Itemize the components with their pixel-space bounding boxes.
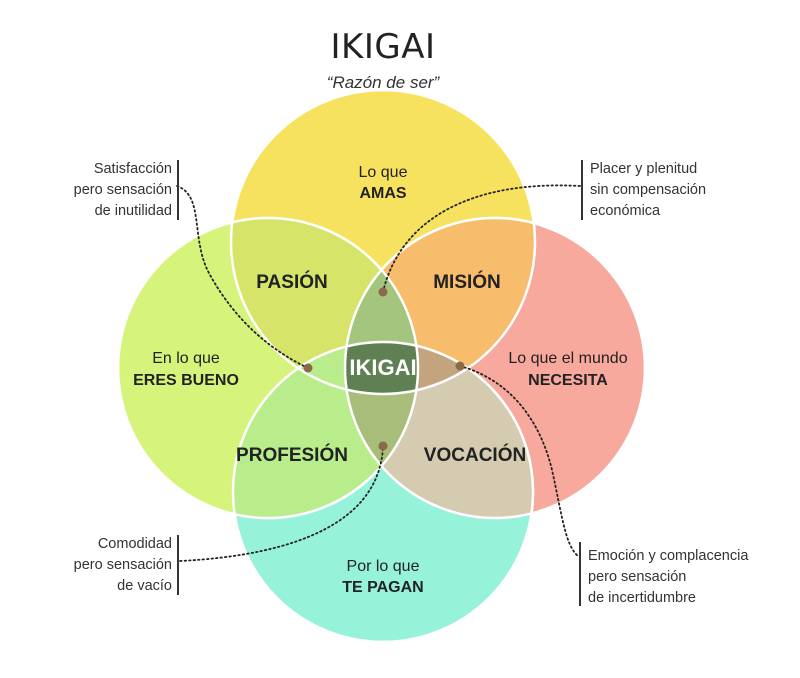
circle-outlines xyxy=(116,88,647,644)
overlap-pasion-label: PASIÓN xyxy=(256,271,327,293)
connector-bottom-right xyxy=(459,365,579,557)
connector-bottom-left xyxy=(179,445,384,562)
connector-top-right xyxy=(382,184,581,293)
note-bottom-right-line1: Emoción y complacencia xyxy=(588,548,749,564)
note-top-right-line2: sin compensación xyxy=(590,182,706,198)
diagram-subtitle: “Razón de ser” xyxy=(327,73,441,92)
note-top-right-line1: Placer y plenitud xyxy=(590,161,697,177)
connector-dot-top-left xyxy=(303,363,313,373)
overlap-vocacion-label: VOCACIÓN xyxy=(424,444,526,466)
overlap-mision-label: MISIÓN xyxy=(433,271,501,293)
note-top-left-line1: Satisfacción xyxy=(94,161,172,177)
note-bottom-left-line1: Comodidad xyxy=(98,536,172,552)
circle-necesita-line2: NECESITA xyxy=(528,372,608,389)
connector-dot-bottom-right xyxy=(455,361,465,371)
circle-bueno-line1: En lo que xyxy=(152,350,220,367)
center-ikigai-label: IKIGAI xyxy=(349,355,416,380)
circle-bueno-line2: ERES BUENO xyxy=(133,372,239,389)
note-top-left-line2: pero sensación xyxy=(74,182,172,198)
note-bottom-left-line3: de vacío xyxy=(117,578,172,594)
note-bottom-left: Comodidad pero sensación de vacío xyxy=(74,535,179,595)
note-bottom-left-line2: pero sensación xyxy=(74,557,172,573)
note-bottom-right-line2: pero sensación xyxy=(588,569,686,585)
note-top-right-line3: económica xyxy=(590,203,661,219)
note-top-left: Satisfacción pero sensación de inutilida… xyxy=(74,160,179,220)
note-top-right: Placer y plenitud sin compensación econó… xyxy=(581,160,706,220)
circle-amas-line2: AMAS xyxy=(359,185,406,202)
connector-top-left xyxy=(176,185,309,369)
circle-pagan-line2: TE PAGAN xyxy=(342,579,423,596)
note-bottom-right-line3: de incertidumbre xyxy=(588,590,696,606)
note-top-left-line3: de inutilidad xyxy=(95,203,172,219)
note-bottom-right: Emoción y complacencia pero sensación de… xyxy=(579,542,749,606)
connector-dot-top-right xyxy=(378,287,388,297)
diagram-title: IKIGAI xyxy=(331,27,436,67)
circle-pagan-line1: Por lo que xyxy=(347,558,420,575)
connector-dot-bottom-left xyxy=(378,441,388,451)
circle-necesita-line1: Lo que el mundo xyxy=(508,350,627,367)
circle-amas-line1: Lo que xyxy=(359,164,408,181)
overlap-profesion-label: PROFESIÓN xyxy=(236,444,348,466)
